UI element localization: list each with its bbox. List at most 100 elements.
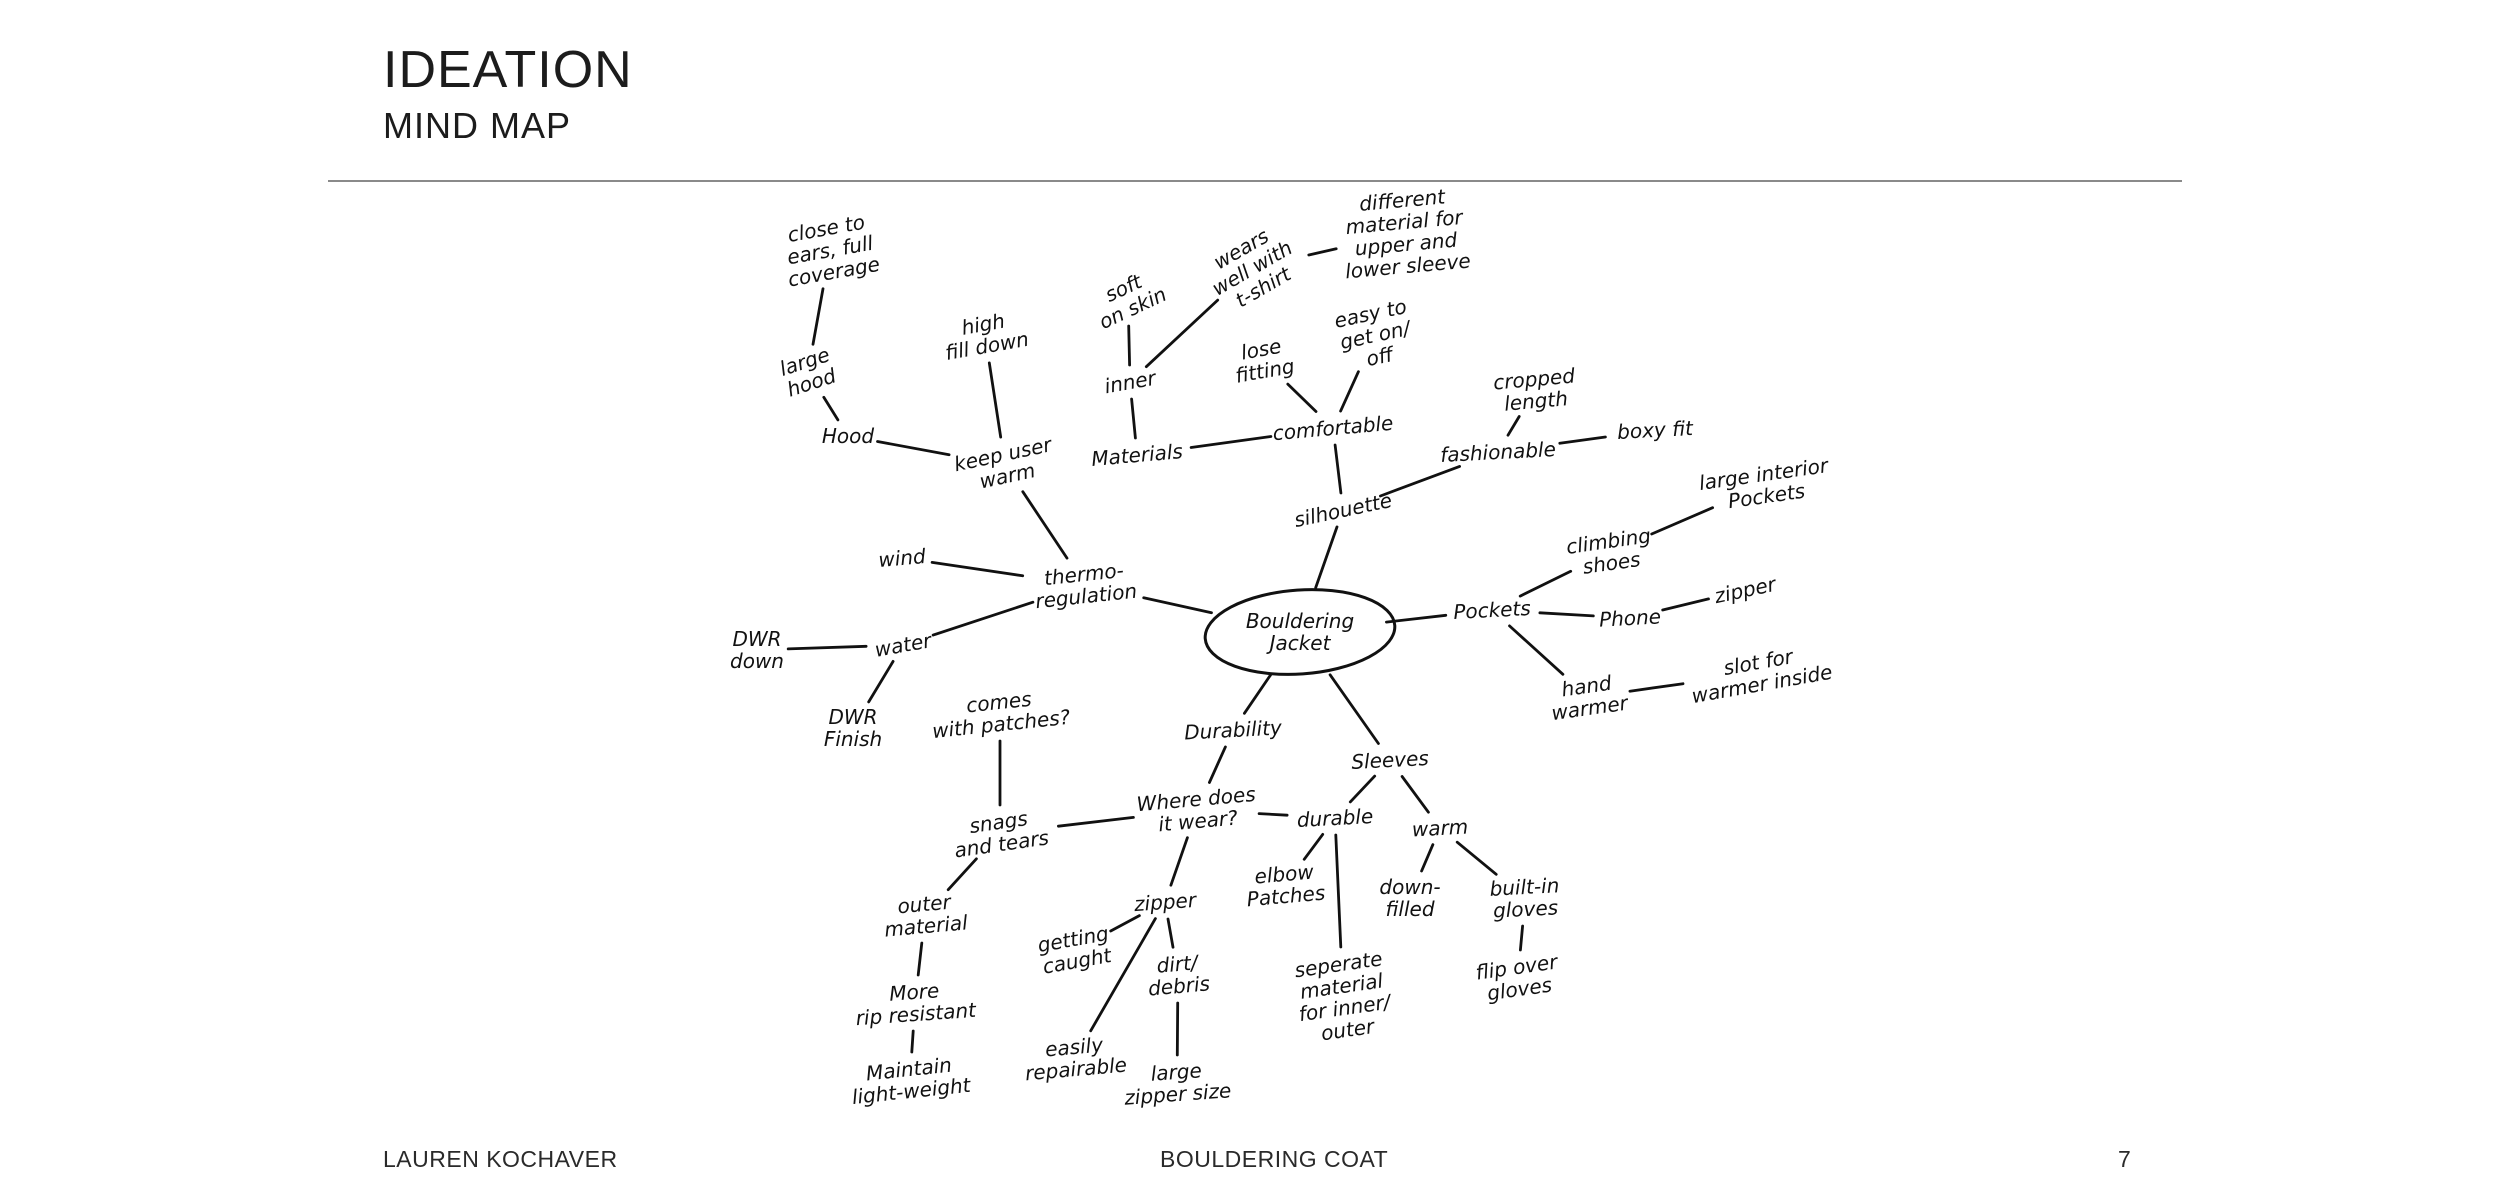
node-label-line: wind bbox=[877, 544, 927, 572]
mind-map-node: dirt/debris bbox=[1147, 950, 1211, 1001]
node-label-line: durable bbox=[1296, 804, 1374, 832]
node-label-line: comfortable bbox=[1272, 411, 1395, 445]
mind-map-node: fashionable bbox=[1440, 437, 1557, 467]
node-label-line: fashionable bbox=[1440, 437, 1557, 467]
mind-map-edge bbox=[811, 287, 825, 346]
mind-map-edge bbox=[1208, 745, 1227, 784]
node-label-line: More bbox=[888, 978, 940, 1005]
mind-map-node: boxy fit bbox=[1617, 416, 1695, 444]
mind-map-edge bbox=[1506, 415, 1521, 437]
mind-map-edge bbox=[1286, 382, 1318, 413]
mind-map-edge bbox=[1455, 840, 1498, 876]
mind-map-edge bbox=[1339, 370, 1360, 413]
mind-map-edge bbox=[1334, 833, 1343, 949]
mind-map-edge bbox=[987, 361, 1003, 439]
mind-map-node: zipper bbox=[1132, 888, 1198, 916]
mind-map-edge bbox=[1348, 774, 1377, 804]
mind-map-node: zipper bbox=[1711, 571, 1779, 608]
node-label-line: Durability bbox=[1184, 715, 1284, 744]
mind-map-edge bbox=[1130, 397, 1137, 440]
mind-map-node: silhouette bbox=[1292, 488, 1394, 532]
mind-map-edge bbox=[1021, 490, 1069, 560]
page-title: IDEATION bbox=[383, 41, 633, 99]
page-subtitle: MIND MAP bbox=[383, 105, 571, 146]
mind-map-edge bbox=[1379, 464, 1461, 498]
node-label-line: DWR bbox=[732, 627, 781, 651]
mind-map-edge bbox=[1057, 816, 1135, 828]
mind-map-node: water bbox=[873, 628, 935, 662]
node-label-line: off bbox=[1364, 341, 1398, 371]
node-label-line: Phone bbox=[1598, 604, 1661, 631]
header-divider bbox=[328, 180, 2182, 182]
node-label-line: gloves bbox=[1492, 895, 1558, 922]
mind-map-node: Pockets bbox=[1453, 596, 1532, 624]
mind-map-edges bbox=[786, 247, 1714, 1057]
mind-map-edge bbox=[1628, 682, 1685, 693]
node-label-line: dirt/ bbox=[1156, 950, 1201, 978]
mind-map-node: Hood bbox=[822, 424, 875, 448]
mind-map-edge bbox=[1243, 673, 1272, 715]
node-label-line: zipper bbox=[1711, 571, 1779, 608]
mind-map-edge bbox=[1385, 613, 1448, 624]
node-label-line: large bbox=[1150, 1058, 1203, 1086]
mind-map-edge bbox=[1302, 833, 1325, 861]
mind-map-edge bbox=[1189, 435, 1273, 449]
mind-map-node: Durability bbox=[1184, 715, 1284, 744]
node-label-line: material bbox=[883, 910, 969, 941]
mind-map-edge bbox=[1314, 525, 1339, 589]
node-label-line: rip resistant bbox=[855, 998, 978, 1030]
mind-map-edge bbox=[1508, 624, 1565, 676]
node-label-line: down- bbox=[1379, 875, 1440, 899]
node-label-line: Hood bbox=[822, 424, 875, 448]
node-label-line: built-in bbox=[1489, 873, 1560, 901]
mind-map-edge bbox=[1519, 924, 1524, 952]
mind-map-edge bbox=[1169, 836, 1189, 887]
node-label-line: length bbox=[1503, 386, 1569, 415]
mind-map-edge bbox=[1166, 917, 1175, 949]
node-label-line: debris bbox=[1147, 971, 1211, 1000]
node-label-line: zipper bbox=[1132, 888, 1198, 916]
footer-author: LAUREN KOCHAVER bbox=[383, 1146, 618, 1172]
mind-map-edge bbox=[1518, 569, 1573, 598]
node-label-line: boxy fit bbox=[1617, 416, 1695, 444]
center-node-ellipse bbox=[1203, 588, 1397, 676]
node-label-line: warm bbox=[1411, 815, 1469, 842]
mind-map-edge bbox=[946, 857, 978, 892]
mind-map-edge bbox=[1142, 596, 1213, 615]
mind-map-edge bbox=[1661, 597, 1710, 612]
footer-project: BOULDERING COAT bbox=[1160, 1146, 1389, 1172]
mind-map-edge bbox=[1558, 435, 1607, 445]
mind-map-node: warm bbox=[1411, 815, 1469, 842]
mind-map-node: Sleeves bbox=[1351, 746, 1430, 774]
node-label-line: Sleeves bbox=[1351, 746, 1430, 774]
mind-map-node: down-filled bbox=[1379, 875, 1440, 921]
mind-map-node: wind bbox=[877, 544, 927, 572]
mind-map-edge bbox=[910, 1029, 915, 1054]
mind-map-edge bbox=[930, 561, 1025, 578]
mind-map-edge bbox=[822, 395, 840, 422]
mind-map-edge bbox=[1328, 673, 1380, 745]
mind-map-node: comfortable bbox=[1272, 411, 1395, 445]
mind-map-edge bbox=[1307, 247, 1338, 257]
